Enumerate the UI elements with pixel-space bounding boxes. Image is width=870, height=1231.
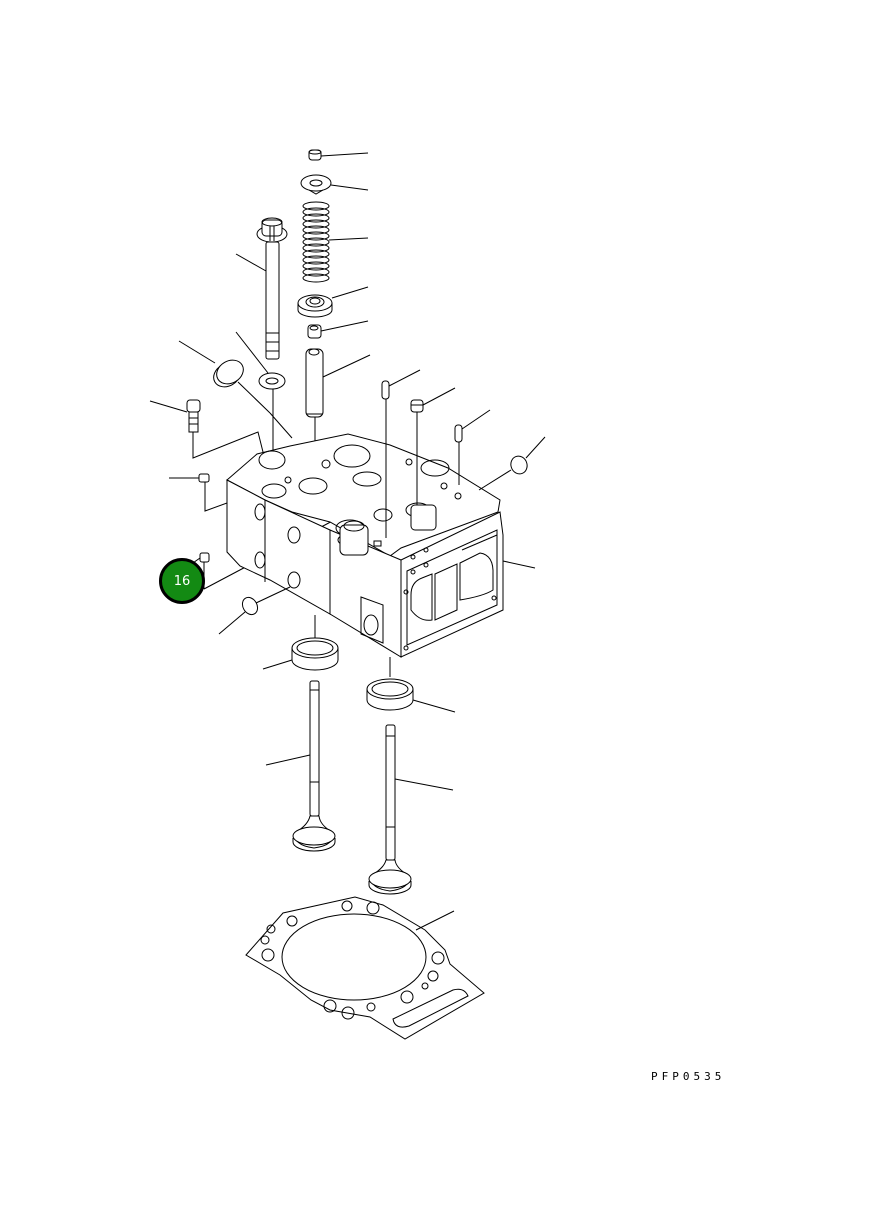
callout-label: 16 [173,573,191,589]
valve-seat-insert-exhaust [366,678,456,713]
valve-spring-seat [297,286,369,318]
callout-badge-16[interactable]: 16 [159,558,205,604]
valve-seat-insert-intake [262,615,339,671]
dowel-pin-2 [454,409,491,485]
cylinder-head [226,433,536,677]
drawing-code: PFP0535 [651,1070,726,1083]
expansion-plug-right [478,436,546,491]
dowel-pin [381,369,421,538]
intake-valve [265,680,336,852]
valve-stem-seal [307,320,369,339]
cylinder-head-bolt [235,217,288,360]
plug-fitting-2 [410,387,456,505]
small-plug [169,473,261,512]
exhaust-valve [368,724,454,895]
valve-spring [302,201,369,283]
small-plug-lower [218,586,291,635]
hex-bolt [149,399,266,461]
valve-cotter [308,149,369,161]
cylinder-head-gasket [245,896,485,1040]
valve-spring-retainer [300,174,369,195]
expansion-plug [178,340,293,439]
